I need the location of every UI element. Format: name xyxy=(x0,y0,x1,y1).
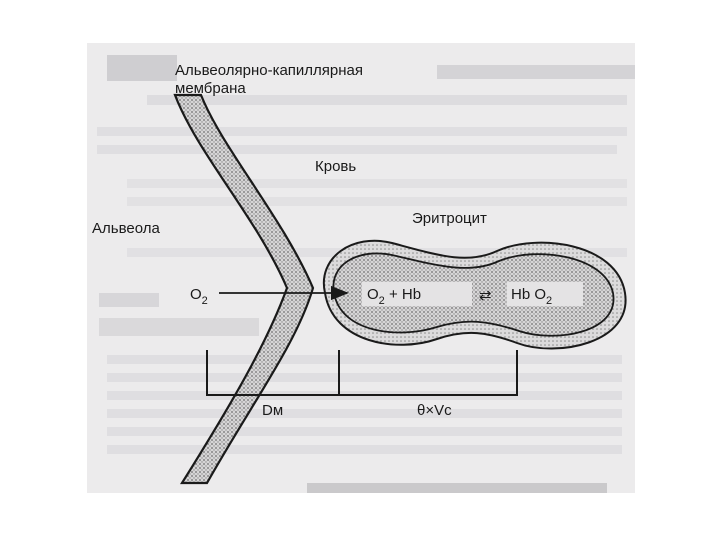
membrane-label-line2: мембрана xyxy=(175,80,246,97)
bleed-line xyxy=(107,427,622,436)
bleed-line xyxy=(107,373,622,382)
bleed-line xyxy=(107,409,622,418)
bleed-line xyxy=(99,318,259,336)
dm-label: Dм xyxy=(262,402,283,419)
bleed-line xyxy=(97,127,627,136)
alveola-label: Альвеола xyxy=(92,220,160,237)
bleed-line xyxy=(127,179,627,188)
theta-vc-label: θ×Vc xyxy=(417,402,452,419)
blood-label: Кровь xyxy=(315,158,356,175)
diagram-canvas: Альвеолярно-капиллярная мембрана Кровь А… xyxy=(87,43,635,493)
bleed-line xyxy=(127,197,627,206)
alveolar-oxygen-label: O2 xyxy=(190,286,208,307)
erythrocyte-label: Эритроцит xyxy=(412,210,487,227)
membrane-label-line1: Альвеолярно-капиллярная xyxy=(175,62,363,79)
equilibrium-arrows: ⇄ xyxy=(479,287,492,304)
bleed-block xyxy=(107,55,177,81)
bleed-line xyxy=(107,445,622,454)
bleed-line xyxy=(437,65,635,79)
bleed-line xyxy=(99,293,159,307)
scanned-figure: Альвеолярно-капиллярная мембрана Кровь А… xyxy=(87,43,635,493)
bleed-line xyxy=(307,483,607,493)
bleed-line xyxy=(107,355,622,364)
bleed-line xyxy=(97,145,617,154)
